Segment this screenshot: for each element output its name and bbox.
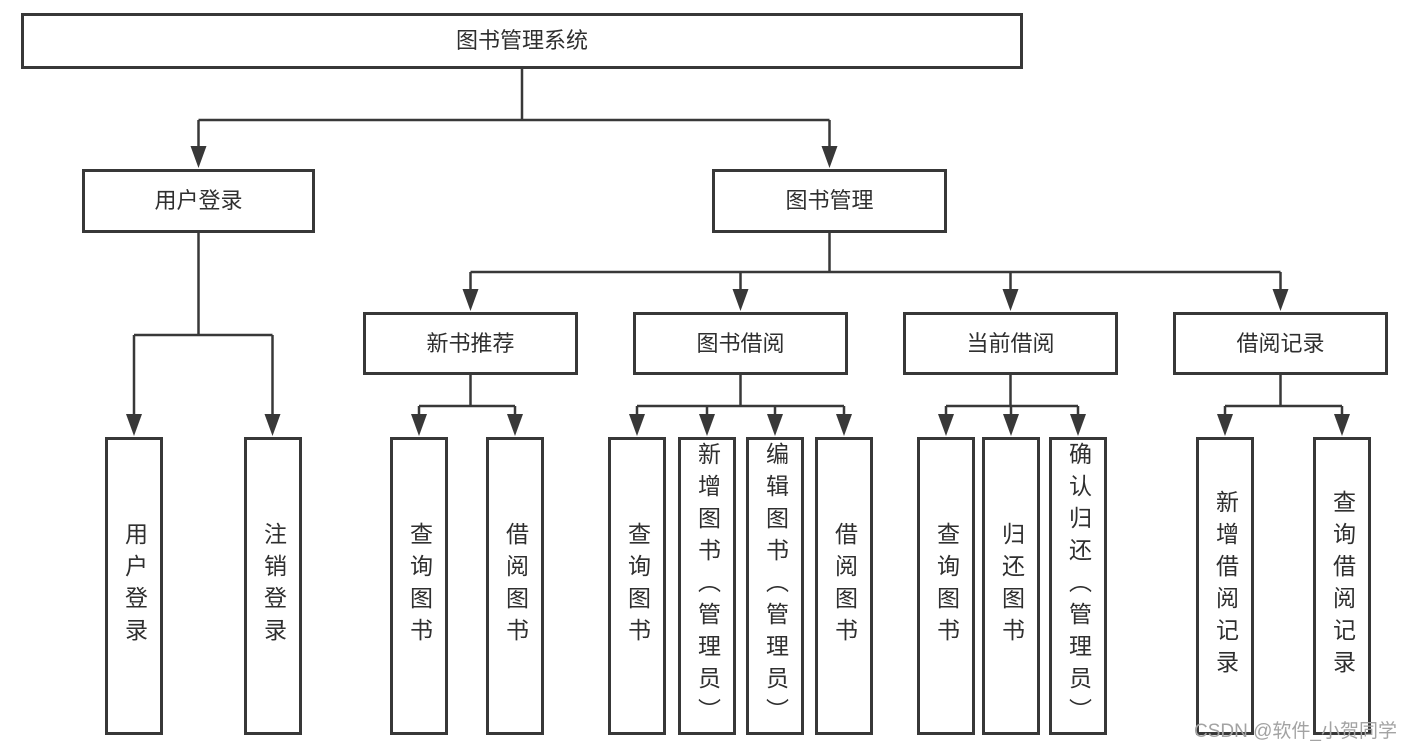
leaf-add-book-admin: 新增图书（管理员） [678,437,736,735]
leaf-borrow-books-recommend: 借阅图书 [486,437,544,735]
leaf-query-books-current-label: 查询图书 [933,522,960,650]
node-borrowing-records-label: 借阅记录 [1236,330,1325,356]
leaf-borrow-books-borrowing: 借阅图书 [815,437,873,735]
leaf-add-borrow-record: 新增借阅记录 [1196,437,1254,735]
leaf-return-book-label: 归还图书 [998,522,1025,650]
node-borrowing-records: 借阅记录 [1173,312,1388,375]
leaf-confirm-return-admin-label: 确认归还（管理员） [1065,442,1092,730]
leaf-query-borrow-record: 查询借阅记录 [1313,437,1371,735]
node-book-management: 图书管理 [712,169,947,233]
node-root: 图书管理系统 [21,13,1023,69]
leaf-user-login-label: 用户登录 [121,522,148,650]
leaf-edit-book-admin: 编辑图书（管理员） [746,437,804,735]
node-book-borrowing-label: 图书借阅 [696,330,785,356]
node-user-login-label: 用户登录 [154,188,243,213]
leaf-user-login: 用户登录 [105,437,163,735]
leaf-query-borrow-record-label: 查询借阅记录 [1329,490,1356,682]
node-new-book-recommendation-label: 新书推荐 [426,330,515,356]
node-book-management-label: 图书管理 [785,188,874,213]
leaf-query-books-current: 查询图书 [917,437,975,735]
leaf-return-book: 归还图书 [982,437,1040,735]
arrowheads [126,146,1350,436]
leaf-borrow-books-recommend-label: 借阅图书 [502,522,529,650]
leaf-logout-label: 注销登录 [260,522,287,650]
watermark-text: CSDN @软件_小贺同学 [1194,721,1397,742]
leaf-query-books-borrowing-label: 查询图书 [624,522,651,650]
leaf-logout: 注销登录 [244,437,302,735]
leaf-query-books-recommend: 查询图书 [390,437,448,735]
leaf-add-borrow-record-label: 新增借阅记录 [1212,490,1239,682]
leaf-borrow-books-borrowing-label: 借阅图书 [831,522,858,650]
node-current-borrowing-label: 当前借阅 [966,330,1055,356]
leaf-edit-book-admin-label: 编辑图书（管理员） [762,442,789,730]
leaf-add-book-admin-label: 新增图书（管理员） [694,442,721,730]
node-new-book-recommendation: 新书推荐 [363,312,578,375]
node-root-label: 图书管理系统 [455,28,588,53]
node-user-login: 用户登录 [82,169,315,233]
node-book-borrowing: 图书借阅 [633,312,848,375]
leaf-query-books-borrowing: 查询图书 [608,437,666,735]
node-current-borrowing: 当前借阅 [903,312,1118,375]
leaf-query-books-recommend-label: 查询图书 [406,522,433,650]
leaf-confirm-return-admin: 确认归还（管理员） [1049,437,1107,735]
